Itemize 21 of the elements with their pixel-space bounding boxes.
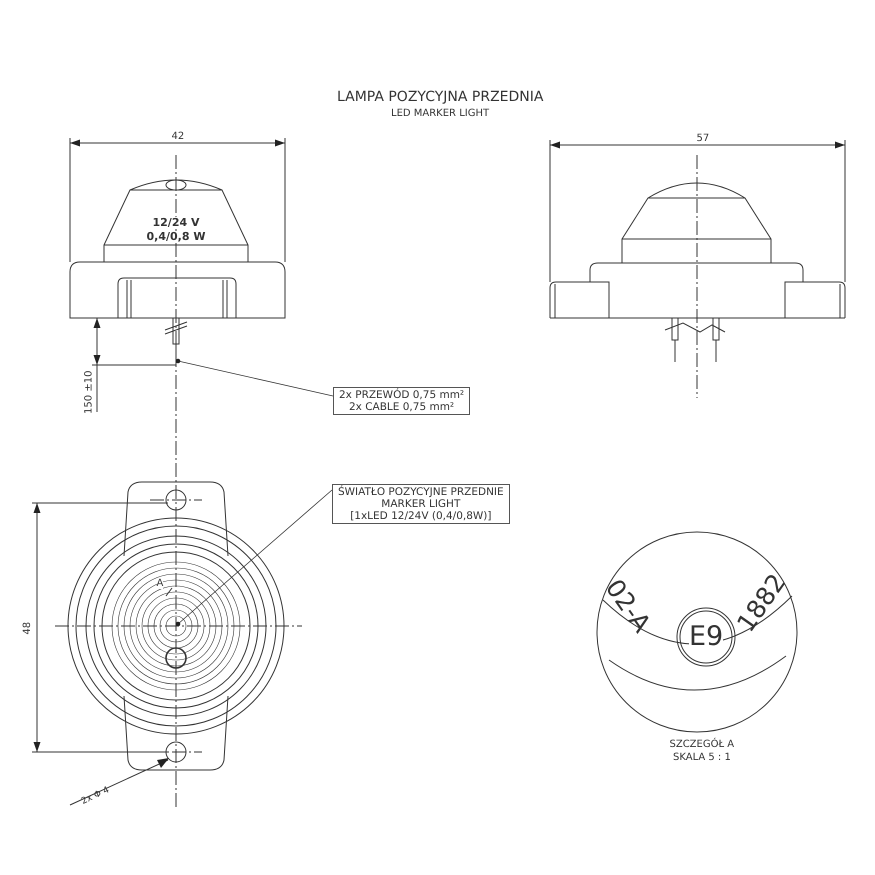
callout-text: 2x PRZEWÓD 0,75 mm²	[339, 389, 464, 402]
callout-text: 2x CABLE 0,75 mm²	[348, 401, 456, 414]
leader-line	[176, 490, 332, 626]
callout-text: ŚWIATŁO POZYCYJNE PRZEDNIE	[338, 486, 504, 498]
dimension-value: 42	[172, 132, 184, 142]
detail-caption: SKALA 5 : 1	[673, 752, 731, 763]
lamp-marking: 0,4/0,8 W	[146, 231, 206, 243]
dimension-value: 57	[696, 134, 710, 144]
dimension-value: 150 ±10	[84, 370, 94, 414]
callout-text: [1xLED 12/24V (0,4/0,8W)]	[349, 510, 492, 522]
drawing-subtitle: LED MARKER LIGHT	[391, 108, 490, 119]
cable-drawing	[172, 318, 180, 360]
lamp-marking: 12/24 V	[152, 217, 200, 229]
detail-marker: A	[156, 578, 164, 589]
leader-line	[176, 358, 334, 396]
callout-box	[333, 387, 470, 416]
dimension-value: 48	[22, 621, 34, 634]
drawing-title: LAMPA POZYCYJNA PRZEDNIA	[337, 90, 544, 104]
detail-caption: SZCZEGÓŁ A	[670, 740, 734, 750]
callout-text: MARKER LIGHT	[380, 498, 462, 510]
callout-box	[332, 484, 510, 524]
